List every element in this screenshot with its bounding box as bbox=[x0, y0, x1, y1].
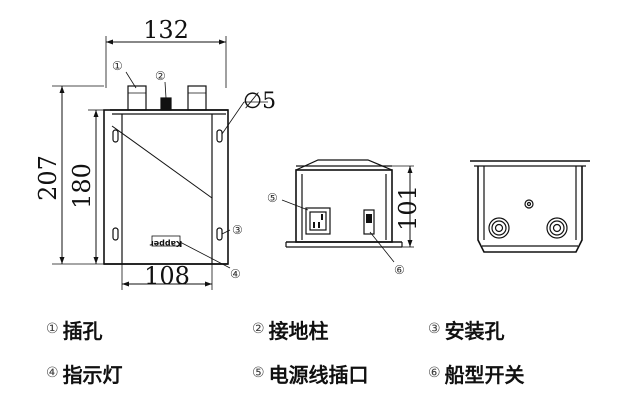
ground-post bbox=[160, 97, 172, 111]
dim-height-outer: 207 bbox=[34, 155, 62, 201]
legend-label: 指示灯 bbox=[62, 362, 123, 387]
mounting-hole-slot bbox=[216, 227, 223, 241]
legend-num: ⑥ bbox=[428, 365, 441, 381]
dim-width-top: 132 bbox=[143, 16, 189, 44]
side-body bbox=[295, 169, 393, 243]
legend-num: ③ bbox=[428, 321, 441, 337]
socket-connector-right bbox=[187, 85, 207, 111]
dim-width-bottom: 108 bbox=[144, 262, 190, 290]
center-hole bbox=[524, 199, 534, 209]
front-view bbox=[52, 36, 268, 290]
technical-drawing: 132 207 180 108 ∅5 Kapper ① ② ③ ④ bbox=[34, 16, 590, 290]
legend-item-indicator: ④ 指示灯 bbox=[46, 360, 123, 387]
legend-label: 插孔 bbox=[62, 318, 103, 343]
callout-2: ② bbox=[155, 69, 166, 83]
callout-1: ① bbox=[112, 59, 123, 73]
legend-label: 接地柱 bbox=[268, 318, 329, 343]
bottom-view bbox=[470, 160, 590, 253]
legend-label: 安装孔 bbox=[444, 318, 505, 343]
legend-item-power-inlet: ⑤ 电源线插口 bbox=[252, 360, 369, 387]
side-view bbox=[281, 159, 414, 263]
callout-3: ③ bbox=[232, 223, 243, 237]
mounting-hole-slot bbox=[112, 129, 119, 143]
brand-label: Kapper bbox=[150, 239, 182, 248]
power-cord-inlet bbox=[305, 207, 331, 235]
legend-num: ① bbox=[46, 321, 59, 337]
mounting-hole-slot bbox=[112, 227, 119, 241]
legend-num: ⑤ bbox=[252, 365, 265, 381]
rocker-switch bbox=[363, 209, 375, 235]
legend-item-mounting-hole: ③ 安装孔 bbox=[428, 316, 505, 343]
dim-depth: 101 bbox=[394, 185, 422, 231]
callout-6: ⑥ bbox=[394, 263, 405, 277]
dim-hole-diameter: ∅5 bbox=[243, 89, 276, 114]
legend-num: ② bbox=[252, 321, 265, 337]
socket-connector-left bbox=[127, 85, 147, 111]
legend-item-socket: ① 插孔 bbox=[46, 316, 103, 343]
mounting-hole-slot bbox=[216, 129, 223, 143]
legend-label: 电源线插口 bbox=[268, 362, 369, 387]
dim-height-inner: 180 bbox=[68, 163, 96, 209]
bottom-socket-left bbox=[488, 217, 510, 239]
legend-label: 船型开关 bbox=[444, 362, 525, 387]
callout-4: ④ bbox=[230, 267, 241, 281]
indicator-light bbox=[151, 235, 181, 247]
legend-item-rocker-switch: ⑥ 船型开关 bbox=[428, 360, 525, 387]
bottom-socket-right bbox=[546, 217, 568, 239]
legend-item-ground-post: ② 接地柱 bbox=[252, 316, 329, 343]
legend-num: ④ bbox=[46, 365, 59, 381]
callout-5: ⑤ bbox=[267, 191, 278, 205]
